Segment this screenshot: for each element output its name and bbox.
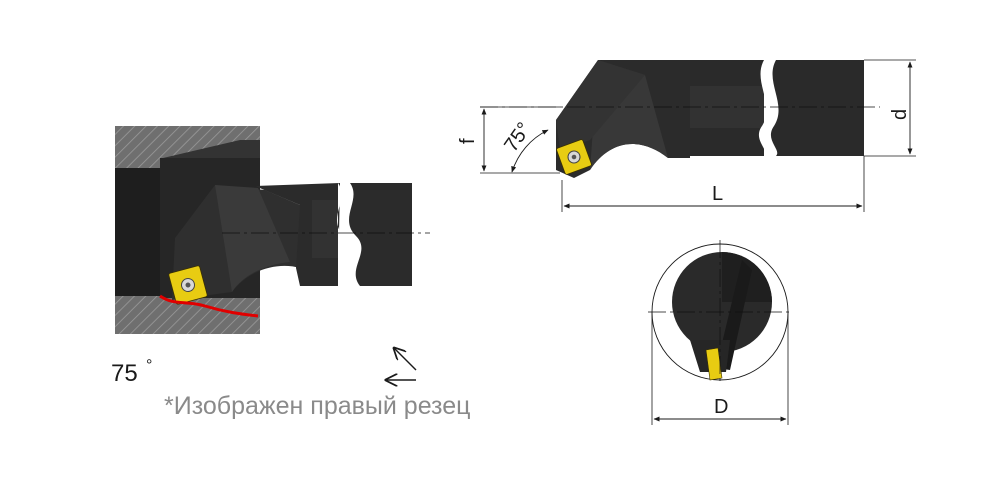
dim-d-label: d: [889, 109, 911, 120]
bore-end-shadow: [115, 168, 163, 296]
insert-end-view: [705, 347, 723, 381]
insert-right: [556, 139, 592, 175]
insert-left: [168, 265, 208, 305]
bore-section-view: [115, 126, 430, 334]
dim-angle-arc: [511, 129, 549, 173]
cut-profile-line: [159, 294, 259, 318]
tool-side-view: f 75° d L: [457, 59, 916, 212]
angle-caption: 75: [111, 360, 138, 387]
dim-L-label: L: [712, 183, 723, 205]
tool-end-view: D: [648, 240, 792, 425]
dim-f-label: f: [457, 138, 479, 144]
right-hand-tool-note: *Изображен правый резец: [164, 392, 470, 420]
dim-angle-label: 75°: [500, 119, 535, 156]
feed-direction-arrows: [386, 348, 417, 380]
dim-D-label: D: [714, 396, 728, 418]
degree-mark: °: [146, 357, 152, 374]
